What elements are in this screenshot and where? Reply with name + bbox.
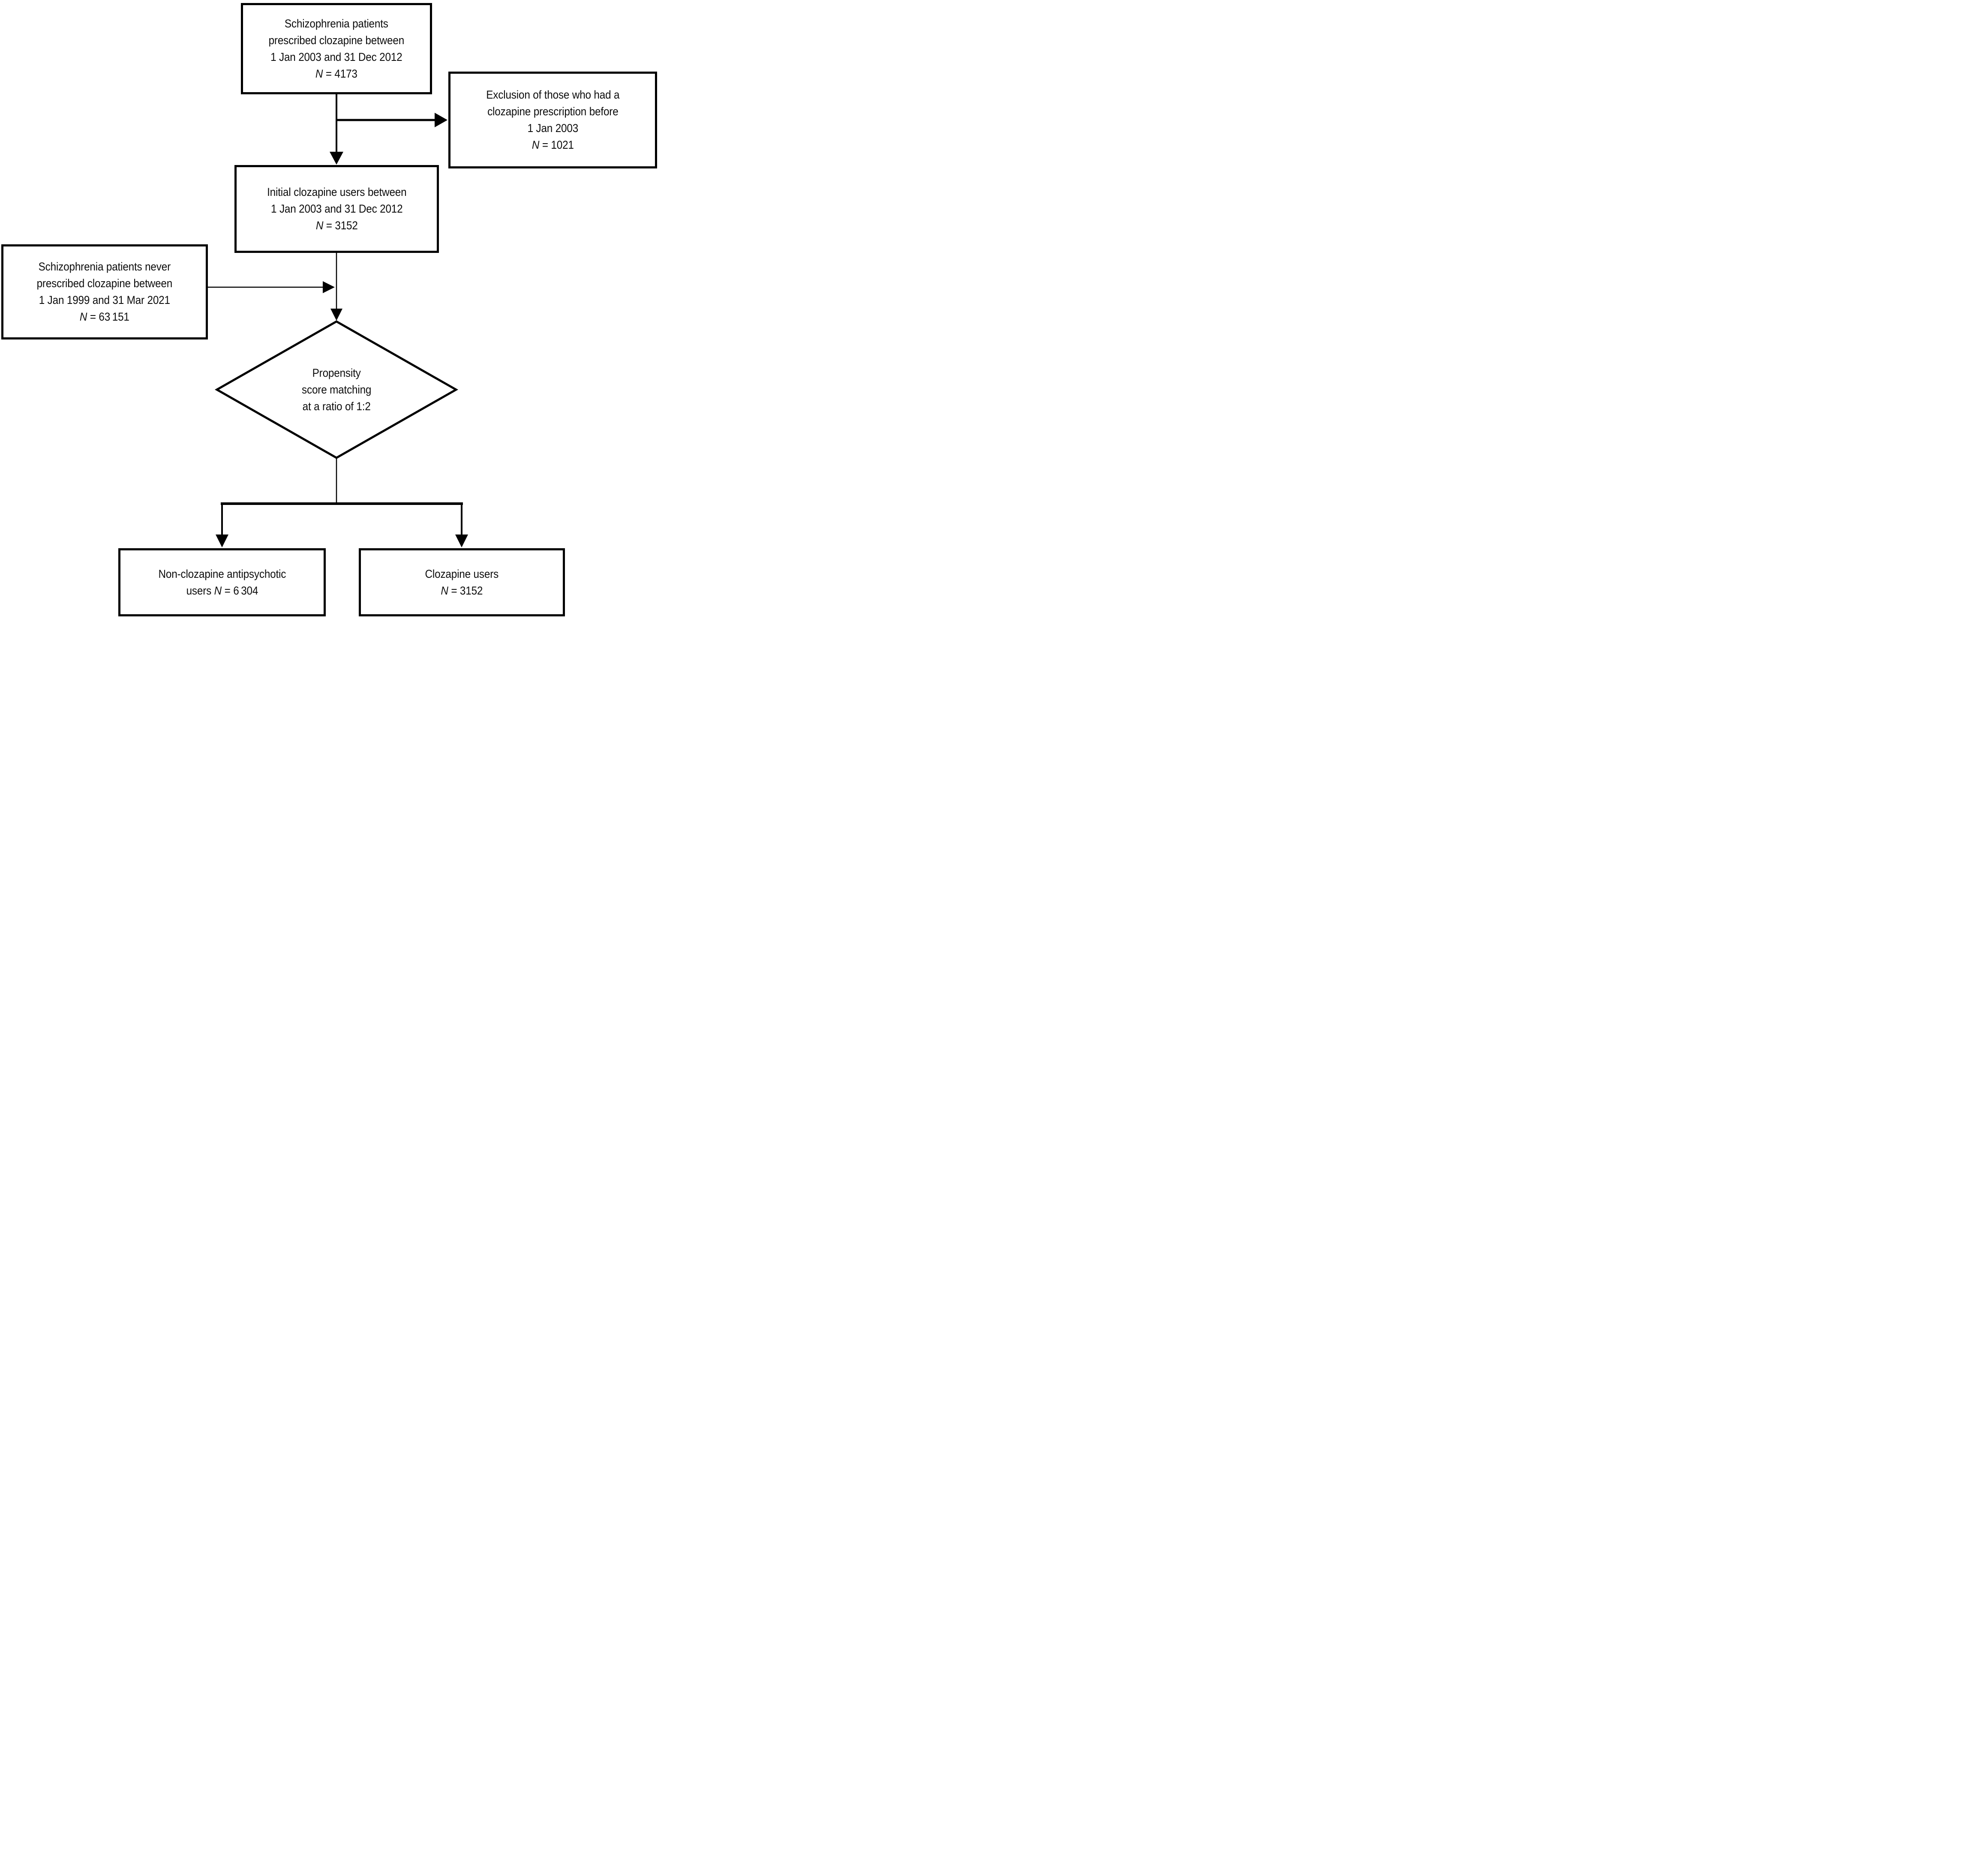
node-n-line: N = 1021 bbox=[532, 138, 574, 151]
node-text-line: Exclusion of those who had a bbox=[486, 88, 620, 101]
node-exclusion: Exclusion of those who had a clozapine p… bbox=[448, 72, 657, 168]
node-text-line: Non-clozapine antipsychotic bbox=[158, 567, 286, 580]
connector-layer bbox=[208, 94, 468, 547]
node-never-prescribed: Schizophrenia patients never prescribed … bbox=[1, 244, 208, 339]
node-text-line: 1 Jan 2003 and 31 Dec 2012 bbox=[270, 50, 402, 63]
node-n-line: N = 3152 bbox=[315, 219, 358, 232]
arrowhead-into-nonclozapine bbox=[216, 535, 228, 547]
node-text-line: prescribed clozapine between bbox=[36, 277, 173, 290]
node-text-line: clozapine prescription before bbox=[487, 105, 619, 118]
node-initial-users: Initial clozapine users between 1 Jan 20… bbox=[234, 165, 439, 253]
n-symbol: N bbox=[441, 584, 449, 597]
n-symbol: N bbox=[315, 219, 324, 232]
node-clozapine-users: Clozapine users N = 3152 bbox=[359, 548, 565, 616]
n-symbol: N bbox=[532, 138, 540, 151]
arrowhead-never-to-axis bbox=[323, 281, 335, 293]
diamond-propensity-matching bbox=[214, 320, 459, 459]
node-text-line: 1 Jan 2003 bbox=[527, 122, 578, 135]
node-n-line: N = 63 151 bbox=[80, 310, 129, 323]
node-text-line: Schizophrenia patients bbox=[285, 17, 388, 30]
arrowhead-into-diamond bbox=[330, 309, 342, 321]
node-text-line: 1 Jan 2003 and 31 Dec 2012 bbox=[270, 202, 403, 215]
n-symbol: N bbox=[315, 67, 323, 80]
node-text-line: Schizophrenia patients never bbox=[38, 260, 171, 273]
diamond-propensity-matching-label: Propensity score matching at a ratio of … bbox=[268, 355, 405, 424]
n-symbol: N bbox=[214, 584, 222, 597]
node-text-line: score matching bbox=[301, 383, 372, 396]
node-text-line: 1 Jan 1999 and 31 Mar 2021 bbox=[39, 294, 171, 306]
node-text-line: Clozapine users bbox=[425, 567, 499, 580]
node-text-line: at a ratio of 1:2 bbox=[302, 399, 371, 413]
arrowhead-into-exclusion bbox=[435, 113, 447, 127]
node-text-line: prescribed clozapine between bbox=[268, 33, 405, 47]
n-symbol: N bbox=[80, 310, 87, 323]
node-schizophrenia-prescribed: Schizophrenia patients prescribed clozap… bbox=[241, 3, 432, 94]
arrowhead-into-clozapine bbox=[455, 535, 468, 547]
node-n-line: users N = 6 304 bbox=[186, 584, 258, 597]
flow-diagram: Schizophrenia patients prescribed clozap… bbox=[0, 0, 663, 618]
node-n-line: N = 4173 bbox=[315, 67, 357, 80]
node-non-clozapine-users: Non-clozapine antipsychotic users N = 6 … bbox=[118, 548, 326, 616]
arrowhead-into-initial bbox=[330, 152, 343, 165]
node-text-line: Initial clozapine users between bbox=[267, 186, 407, 198]
node-text-line: Propensity bbox=[312, 366, 361, 379]
node-n-line: N = 3152 bbox=[441, 584, 483, 597]
